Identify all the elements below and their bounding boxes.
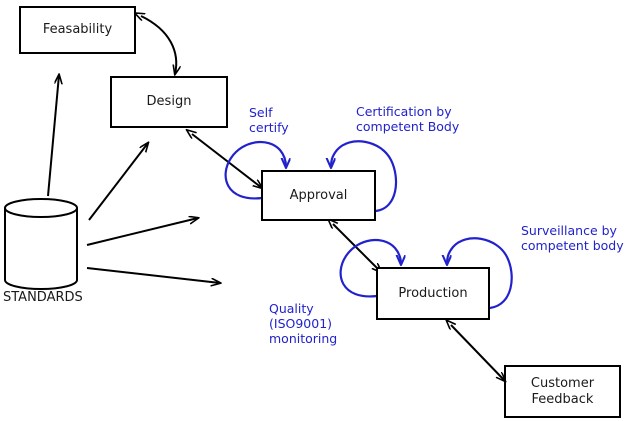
edge-approval-production [333, 224, 381, 272]
annotation-certification-by-competent-body: Certification by competent Body [356, 104, 460, 134]
node-customer-feedback[interactable]: Customer Feedback [504, 365, 621, 418]
loop-production-surveillance [447, 237, 513, 310]
annotation-surveillance-by-competent-body: Surveillance by competent body [521, 223, 624, 253]
annotation-quality-iso9001-monitoring: Quality (ISO9001) monitoring [269, 301, 338, 346]
node-approval-label: Approval [289, 187, 348, 203]
cylinder-bottom-arc [4, 279, 78, 290]
node-approval[interactable]: Approval [261, 170, 376, 221]
edge-standards-approval [86, 218, 198, 246]
edge-standards-production [86, 267, 220, 283]
standards-datastore-label: STANDARDS [3, 290, 83, 305]
annotation-self-certify: Self certify [249, 105, 289, 135]
cylinder-body [4, 208, 78, 280]
node-design-label: Design [146, 94, 192, 109]
node-design[interactable]: Design [110, 76, 228, 128]
node-production-label: Production [398, 285, 468, 301]
cylinder-top-ellipse [4, 198, 78, 218]
edge-design-approval [192, 134, 262, 188]
edge-production-customer-feedback [451, 325, 505, 381]
loop-production-quality [339, 238, 401, 298]
loop-approval-certification [331, 140, 398, 213]
edge-feasability-design [141, 16, 176, 74]
node-feasability[interactable]: Feasability [19, 6, 136, 54]
node-feasability-label: Feasability [42, 22, 113, 37]
node-production[interactable]: Production [376, 267, 490, 320]
loop-approval-self-certify [224, 140, 286, 200]
edge-standards-feasability [47, 75, 59, 197]
edge-standards-design [88, 143, 148, 221]
node-customer-feedback-label: Customer Feedback [530, 375, 595, 407]
